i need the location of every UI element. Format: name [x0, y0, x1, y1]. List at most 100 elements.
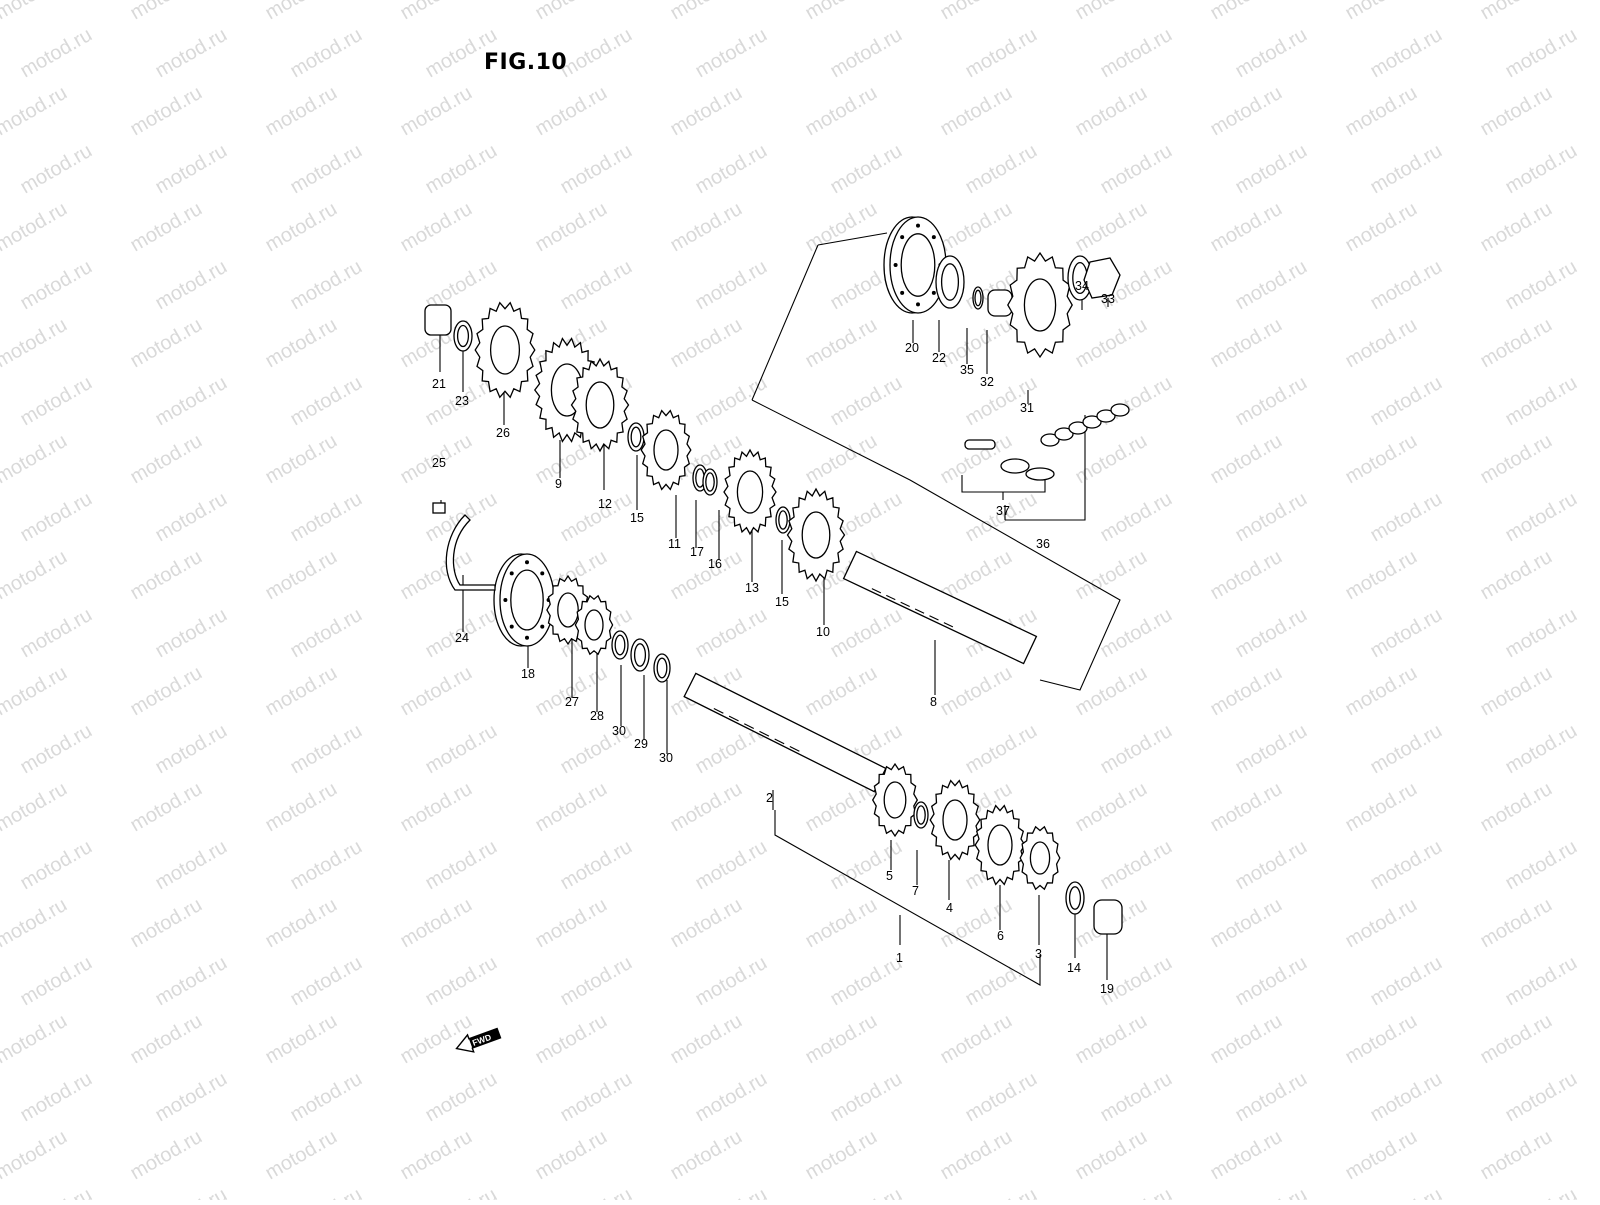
watermark-text: motod.ru — [1072, 1126, 1151, 1185]
callout-25: 25 — [432, 456, 446, 470]
watermark-text: motod.ru — [1097, 604, 1176, 663]
callout-7: 7 — [912, 884, 919, 898]
watermark-text: motod.ru — [1097, 140, 1176, 199]
watermark-text: motod.ru — [1342, 82, 1421, 141]
watermark-text: motod.ru — [1207, 82, 1286, 141]
watermark-text: motod.ru — [557, 24, 636, 83]
bearing-20-race — [900, 233, 936, 297]
gear-5 — [871, 762, 919, 838]
callout-21: 21 — [432, 377, 446, 391]
watermark-text: motod.ru — [802, 894, 881, 953]
callout-12: 12 — [598, 497, 612, 511]
watermark-text: motod.ru — [557, 256, 636, 315]
gear-11-hub — [653, 429, 679, 471]
watermark-text: motod.ru — [1072, 314, 1151, 373]
watermark-text: motod.ru — [422, 720, 501, 779]
bearing-18-ball — [509, 624, 514, 629]
watermark-text: motod.ru — [1477, 1126, 1556, 1185]
watermark-text: motod.ru — [287, 488, 366, 547]
gear-10-hub — [801, 511, 831, 559]
gear-4-hub — [942, 799, 968, 841]
watermark-text: motod.ru — [1232, 24, 1311, 83]
watermark-text: motod.ru — [422, 836, 501, 895]
watermark-text: motod.ru — [262, 198, 341, 257]
gear-28-hub — [584, 609, 604, 641]
watermark-text: motod.ru — [397, 894, 476, 953]
watermark-text: motod.ru — [152, 604, 231, 663]
watermark-text: motod.ru — [532, 1010, 611, 1069]
joint-clip-37 — [1025, 467, 1055, 481]
watermark-text: motod.ru — [667, 1126, 746, 1185]
watermark-text: motod.ru — [17, 836, 96, 895]
watermark-text: motod.ru — [962, 140, 1041, 199]
drive-shaft-2-spline — [774, 738, 785, 745]
watermark-text: motod.ru — [1367, 140, 1446, 199]
watermark-text: motod.ru — [532, 894, 611, 953]
bolt-25 — [432, 502, 446, 514]
watermark-text: motod.ru — [1207, 662, 1286, 721]
watermark-text: motod.ru — [17, 1184, 96, 1200]
watermark-text: motod.ru — [152, 1184, 231, 1200]
callout-labels: 1 2 3 4 5 6 7 8 9 10 11 12 13 14 15 15 1… — [432, 279, 1115, 996]
washer-34 — [1067, 255, 1093, 301]
callout-11: 11 — [668, 537, 681, 551]
watermark-text: motod.ru — [827, 1068, 906, 1127]
watermark-text: motod.ru — [127, 546, 206, 605]
bushing-19 — [1093, 899, 1123, 935]
callout-17: 17 — [690, 545, 704, 559]
callout-35: 35 — [960, 363, 974, 377]
oring-35 — [972, 286, 984, 310]
bearing-18-ball — [509, 571, 514, 576]
watermark-text: motod.ru — [1502, 1184, 1581, 1200]
watermark-text: motod.ru — [937, 430, 1016, 489]
callout-15b: 15 — [775, 595, 789, 609]
watermark-text: motod.ru — [152, 372, 231, 431]
gear-4 — [929, 779, 981, 861]
bearing-20-ball — [931, 290, 936, 295]
watermark-text: motod.ru — [1232, 720, 1311, 779]
bearing-20-ball — [916, 223, 920, 228]
watermark-text: motod.ru — [1477, 894, 1556, 953]
callout-2: 2 — [766, 791, 773, 805]
watermark-text: motod.ru — [827, 24, 906, 83]
watermark-text: motod.ru — [397, 1126, 476, 1185]
watermark-text: motod.ru — [397, 546, 476, 605]
bearing-20 — [883, 216, 947, 314]
watermark-text: motod.ru — [1342, 0, 1421, 24]
washer-29-inner — [633, 643, 647, 667]
watermark-text: motod.ru — [1342, 546, 1421, 605]
watermark-text: motod.ru — [287, 1184, 366, 1200]
watermark-text: motod.ru — [692, 604, 771, 663]
drive-shaft-2-spline — [759, 730, 770, 737]
fwd-arrow-icon: FWD — [455, 1027, 502, 1053]
watermark-text: motod.ru — [0, 546, 71, 605]
watermark-text: motod.ru — [262, 778, 341, 837]
callout-34: 34 — [1075, 279, 1089, 293]
watermark-text: motod.ru — [422, 140, 501, 199]
gear-11 — [640, 409, 692, 491]
circlip-15a-inner — [630, 426, 642, 448]
watermark-text: motod.ru — [17, 256, 96, 315]
watermark-text: motod.ru — [827, 952, 906, 1011]
watermark-text: motod.ru — [127, 662, 206, 721]
callout-9: 9 — [555, 477, 562, 491]
watermark-text: motod.ru — [397, 82, 476, 141]
callout-10: 10 — [816, 625, 830, 639]
watermark-text: motod.ru — [17, 140, 96, 199]
watermark-text: motod.ru — [1097, 1184, 1176, 1200]
watermark-text: motod.ru — [827, 140, 906, 199]
watermark-text: motod.ru — [1367, 720, 1446, 779]
watermark-text: motod.ru — [1072, 198, 1151, 257]
washer-16 — [702, 468, 718, 496]
watermark-text: motod.ru — [692, 952, 771, 1011]
watermark-text: motod.ru — [1367, 1068, 1446, 1127]
watermark-text: motod.ru — [1342, 778, 1421, 837]
watermark-text: motod.ru — [802, 0, 881, 24]
gear-28 — [574, 594, 614, 656]
watermark-text: motod.ru — [1502, 952, 1581, 1011]
watermark-text: motod.ru — [937, 314, 1016, 373]
watermark-text: motod.ru — [1367, 488, 1446, 547]
